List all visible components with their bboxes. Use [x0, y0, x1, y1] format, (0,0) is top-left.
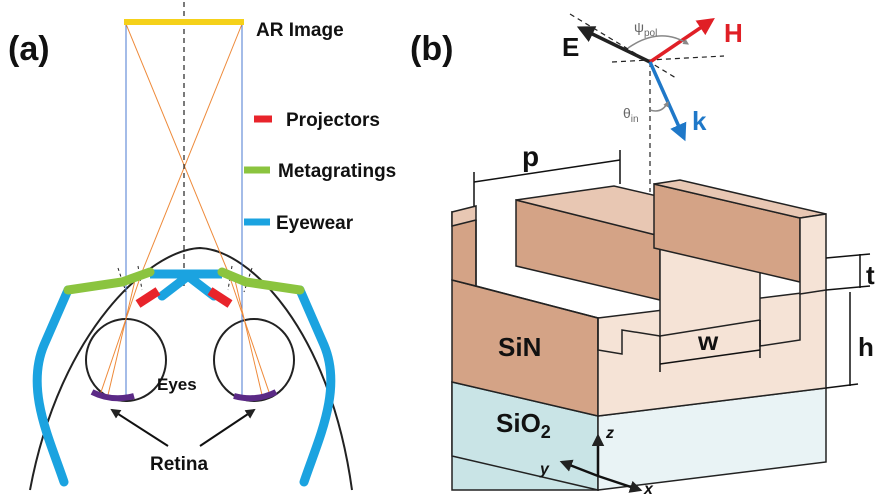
psi-label: ψpol [634, 19, 657, 39]
ray-orange-5 [107, 275, 137, 396]
eyewear-right [295, 285, 336, 487]
theta-arc [649, 100, 669, 112]
dim-p-line [473, 159, 621, 183]
retina-arrow-left [110, 408, 169, 447]
ray-orange-2 [141, 23, 243, 273]
axis-y-label: y [539, 461, 550, 478]
retina-left [90, 389, 135, 402]
ray-orange-3 [99, 271, 143, 396]
groove-outline [475, 220, 661, 355]
ray-orange-6 [233, 275, 263, 396]
projector-right [207, 287, 233, 308]
dim-w-line [659, 349, 761, 365]
ray-orange-1 [125, 23, 229, 273]
panel-a-label: (a) [8, 30, 50, 68]
psi-arc [627, 35, 690, 49]
panel-a: (a) AR Image [8, 2, 396, 491]
k-label: k [692, 106, 707, 136]
head-outline [29, 246, 353, 491]
theta-label: θin [623, 105, 639, 125]
k-vector [648, 61, 687, 142]
panel-b: (b) E H k ψpol θin [410, 13, 875, 498]
sio2-label: SiO2 [496, 408, 551, 442]
axis-x-label: x [643, 481, 654, 495]
dim-p-label: p [522, 141, 539, 172]
legend-metagratings-label: Metagratings [278, 161, 396, 182]
panel-b-label: (b) [410, 30, 453, 68]
e-vector [576, 26, 651, 64]
dim-h-label: h [858, 332, 874, 362]
legend: Projectors Metagratings Eyewear [244, 110, 396, 234]
dim-t-top [825, 253, 871, 259]
eyewear-bridge [157, 270, 219, 301]
h-vector [649, 18, 715, 64]
legend-projectors-label: Projectors [286, 110, 380, 131]
ar-image-label: AR Image [256, 20, 344, 41]
dim-t-bottom [825, 285, 871, 291]
eyes-label: Eyes [157, 375, 197, 394]
projector-left [135, 287, 161, 308]
polarization-plane-line [611, 55, 725, 63]
polarization-diag-line [569, 13, 677, 79]
sin-label: SiN [498, 332, 541, 362]
dim-h-bottom [825, 383, 859, 389]
axis-z-label: z [605, 425, 614, 442]
dim-w-label: w [697, 326, 719, 356]
retina-arrow-right [199, 408, 256, 447]
legend-eyewear-label: Eyewear [276, 213, 354, 234]
retina-right [233, 389, 278, 402]
ray-orange-4 [227, 271, 271, 396]
retina-label: Retina [150, 454, 209, 475]
h-label: H [724, 18, 743, 48]
ridge-3-front [799, 213, 827, 295]
axis-x-arrow [597, 474, 643, 493]
axis-y-arrow [559, 459, 599, 478]
metagrating-right [217, 267, 305, 295]
dim-t-label: t [866, 260, 875, 290]
eyewear-left [32, 285, 73, 487]
metagrating-left [63, 267, 155, 295]
e-label: E [562, 32, 579, 62]
